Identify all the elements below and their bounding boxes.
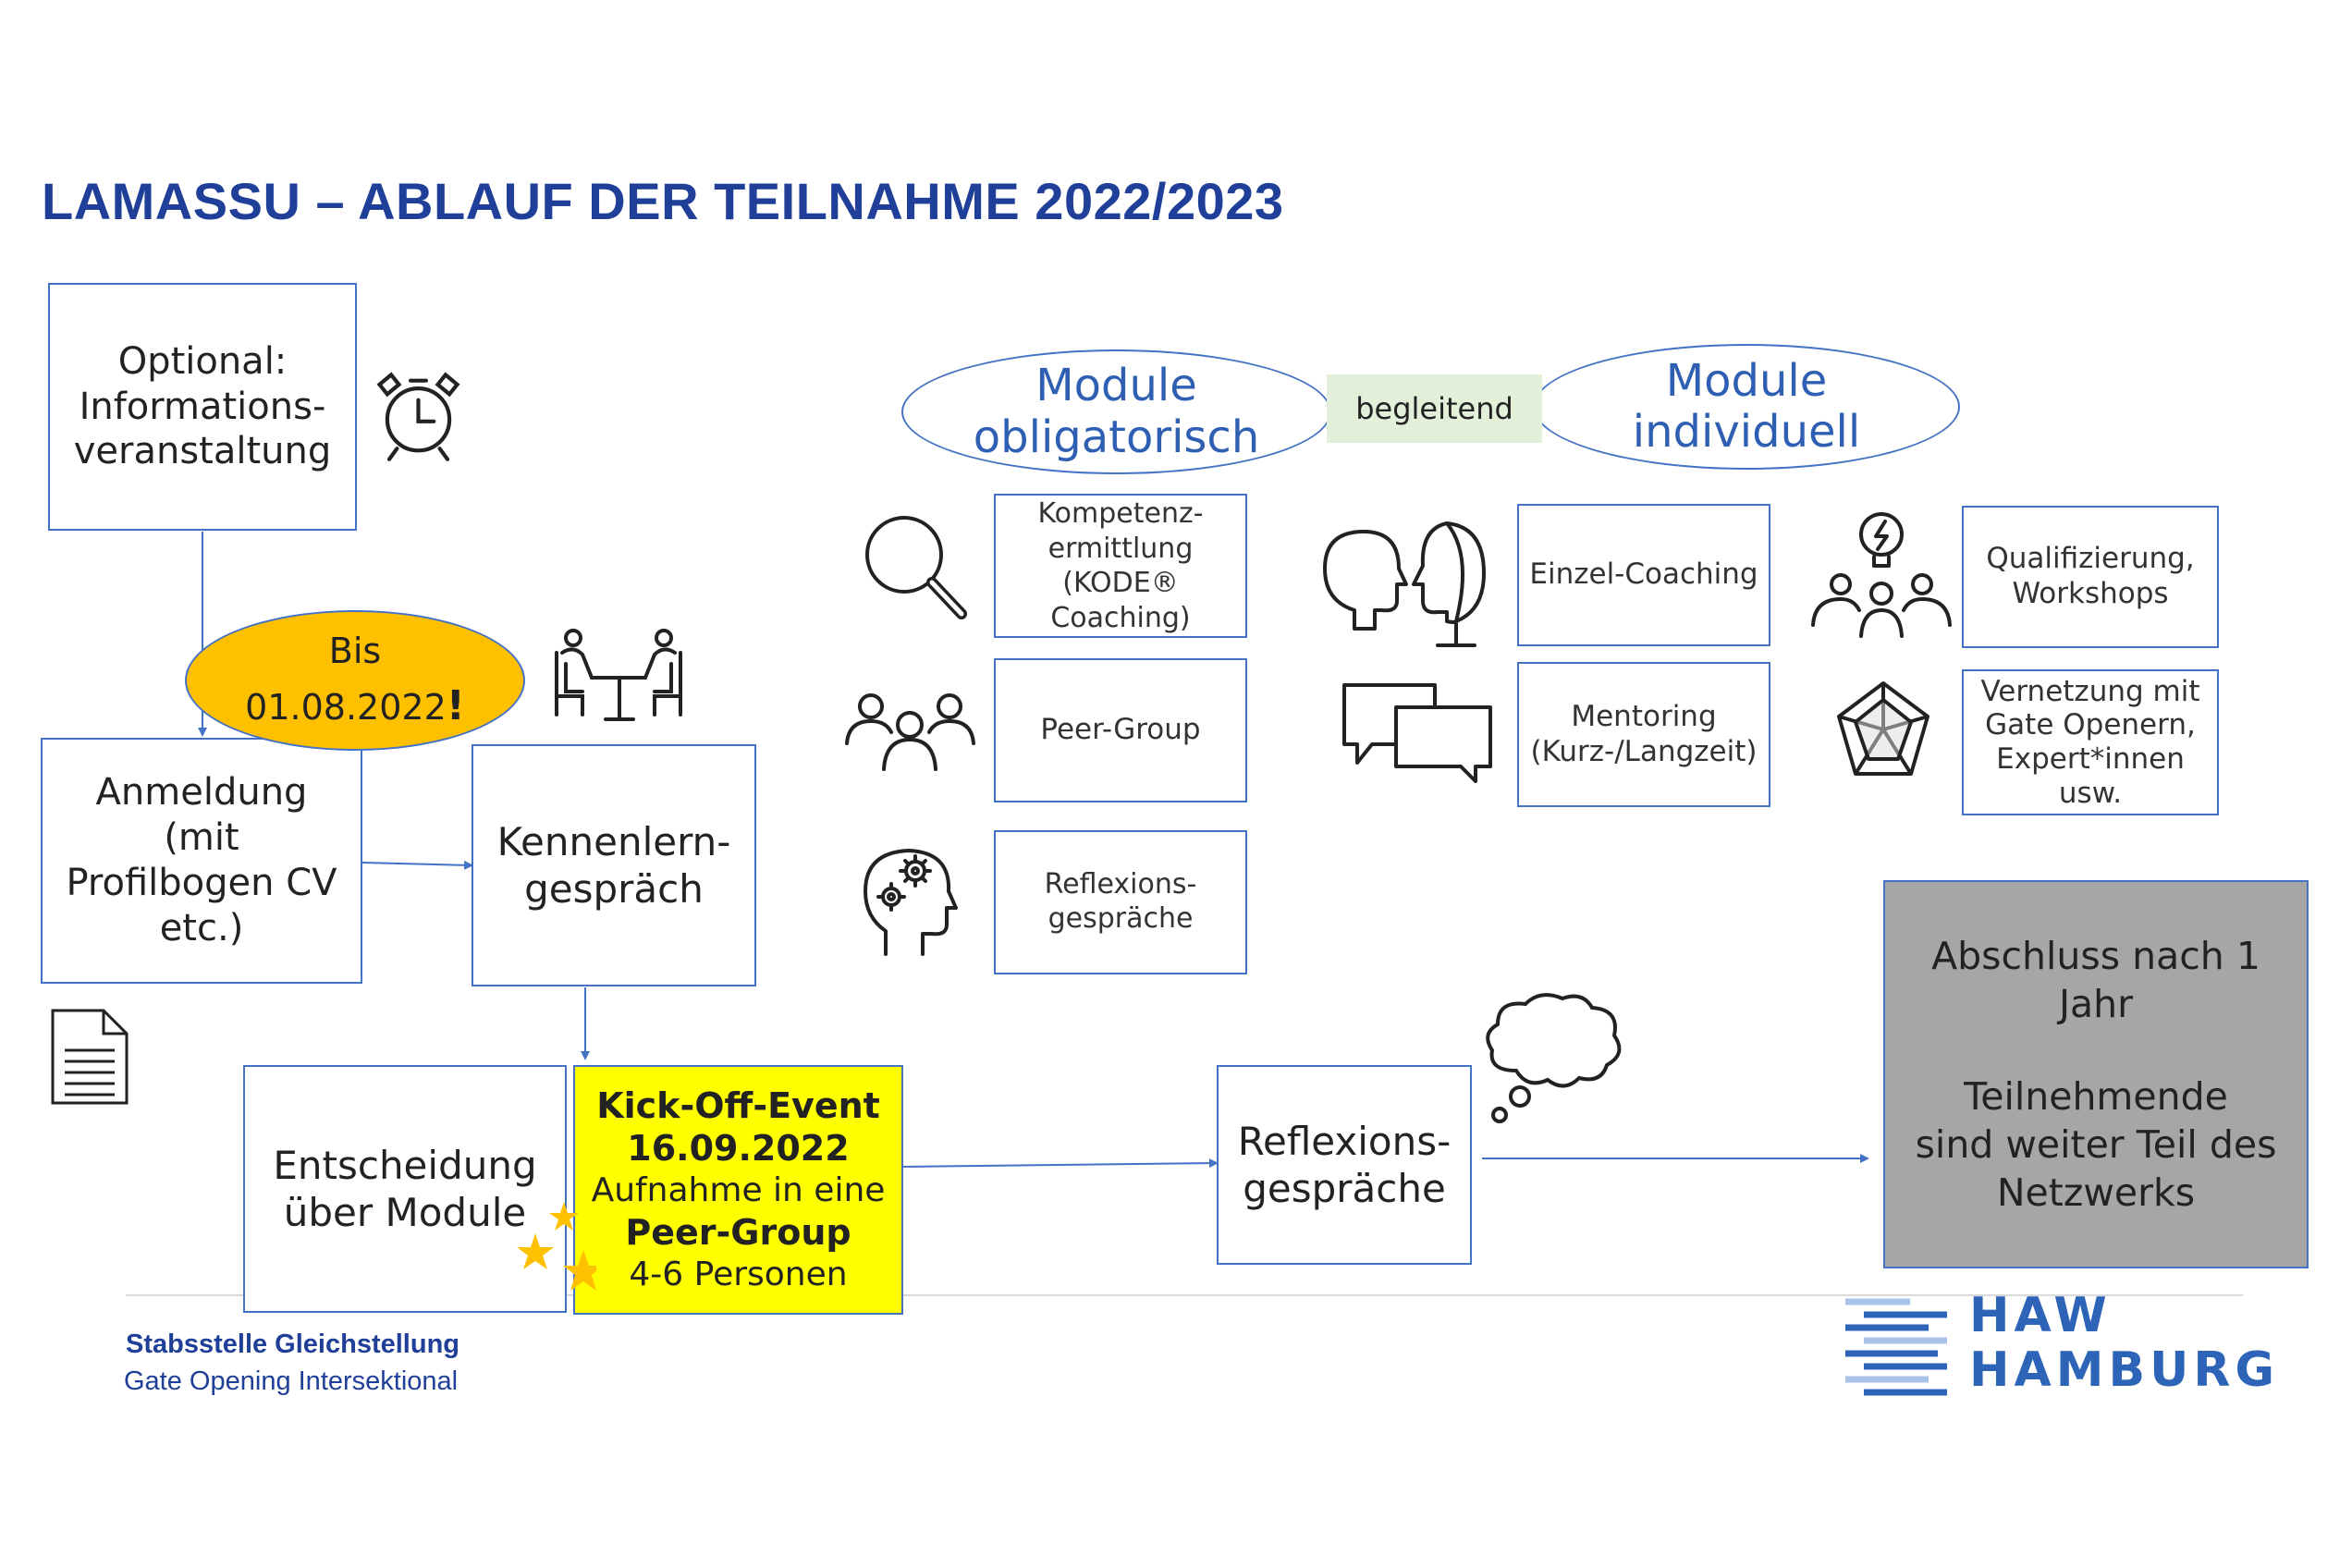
- reflexion-main-line1: Reflexions-: [1237, 1118, 1452, 1164]
- logo-haw: HAW: [1969, 1288, 2112, 1343]
- document-icon: [51, 1009, 129, 1105]
- module-mentoring-box: Mentoring (Kurz-/Langzeit): [1517, 662, 1770, 807]
- mentoring-line1: Mentoring: [1571, 699, 1717, 733]
- module-individuell-line2: individuell: [1632, 406, 1861, 458]
- optional-line2: Informations-: [79, 385, 326, 428]
- network-icon: [1837, 681, 1929, 776]
- optional-info-box: Optional: Informations- veranstaltung: [48, 283, 357, 531]
- optional-line3: veranstaltung: [73, 430, 332, 473]
- final-line5: Netzwerks: [1996, 1170, 2196, 1216]
- module-individuell-ellipse: Module individuell: [1533, 344, 1960, 470]
- final-line3: Teilnehmende: [1964, 1073, 2228, 1119]
- module-obligatorisch-line2: obligatorisch: [973, 410, 1260, 463]
- vernetzung-line4: usw.: [2058, 776, 2123, 810]
- stars-icon: [517, 1202, 596, 1291]
- entscheidung-line2: über Module: [283, 1190, 527, 1235]
- two-heads-icon: [1323, 521, 1486, 647]
- kickoff-line5: 4-6 Personen: [629, 1256, 848, 1294]
- mentoring-line2: (Kurz-/Langzeit): [1530, 734, 1758, 768]
- arrow-anmeldung-to-kennenlern: [361, 860, 473, 870]
- deadline-exclamation: !: [446, 681, 465, 729]
- kickoff-line4: Peer-Group: [625, 1212, 851, 1254]
- module-individuell-line1: Module: [1665, 354, 1828, 407]
- kickoff-line3: Aufnahme in eine: [591, 1171, 886, 1210]
- meeting-table-icon: [555, 629, 682, 721]
- kennenlern-line1: Kennenlern-: [496, 818, 731, 864]
- reflexion-module-line1: Reflexions-: [1044, 868, 1197, 901]
- kennenlern-line2: gespräch: [524, 866, 704, 912]
- anmeldung-line3: Profilbogen CV: [66, 862, 337, 904]
- final-box: Abschluss nach 1 Jahr Teilnehmende sind …: [1883, 880, 2309, 1268]
- module-obligatorisch-ellipse: Module obligatorisch: [901, 349, 1331, 474]
- anmeldung-line4: etc.): [159, 906, 244, 949]
- final-line4: sind weiter Teil des: [1915, 1122, 2277, 1168]
- thought-cloud-icon: [1486, 993, 1622, 1123]
- kompetenz-line2: ermittlung: [1047, 532, 1194, 565]
- kickoff-event-box: Kick-Off-Event 16.09.2022 Aufnahme in ei…: [573, 1065, 903, 1315]
- anmeldung-box: Anmeldung (mit Profilbogen CV etc.): [41, 738, 362, 984]
- vernetzung-line2: Gate Openern,: [1985, 708, 2196, 742]
- reflexion-module-line2: gespräche: [1047, 902, 1194, 935]
- final-line1: Abschluss nach 1: [1931, 933, 2260, 978]
- reflexion-main-line2: gespräche: [1243, 1166, 1446, 1211]
- qualifizierung-line2: Workshops: [2012, 577, 2169, 610]
- module-obligatorisch-line1: Module: [1035, 360, 1197, 412]
- final-line2: Jahr: [2058, 981, 2134, 1026]
- kompetenz-line3: (KODE®: [1062, 567, 1179, 599]
- kompetenz-line4: Coaching): [1050, 601, 1191, 634]
- kennenlern-box: Kennenlern- gespräch: [472, 744, 756, 986]
- page-title: LAMASSU – ABLAUF DER TEILNAHME 2022/2023: [42, 172, 1284, 230]
- entscheidung-box: Entscheidung über Module: [243, 1065, 567, 1313]
- arrow-kickoff-to-reflexion: [902, 1158, 1219, 1169]
- magnifier-icon: [865, 516, 967, 619]
- reflexion-main-box: Reflexions- gespräche: [1217, 1065, 1472, 1265]
- footer-divider: [126, 1294, 2243, 1296]
- kompetenz-line1: Kompetenz-: [1037, 497, 1204, 530]
- module-reflexion-box: Reflexions- gespräche: [994, 830, 1247, 974]
- logo-hamburg: HAMBURG: [1969, 1342, 2280, 1398]
- head-gears-icon: [864, 849, 958, 956]
- alarm-clock-icon: [376, 372, 460, 461]
- module-einzelcoaching-box: Einzel-Coaching: [1517, 504, 1770, 646]
- deadline-ellipse: Bis 01.08.2022!: [185, 610, 525, 751]
- idea-group-icon: [1811, 512, 1952, 638]
- module-vernetzung-box: Vernetzung mit Gate Openern, Expert*inne…: [1962, 669, 2219, 815]
- peergroup-label: Peer-Group: [1040, 713, 1201, 747]
- begleitend-badge: begleitend: [1327, 374, 1542, 443]
- einzelcoaching-label: Einzel-Coaching: [1529, 557, 1758, 592]
- entscheidung-line1: Entscheidung: [273, 1142, 537, 1188]
- group-icon: [845, 693, 975, 771]
- footer-project: Gate Opening Intersektional: [124, 1366, 459, 1396]
- kickoff-date: 16.09.2022: [627, 1128, 850, 1170]
- module-peergroup-box: Peer-Group: [994, 658, 1247, 802]
- vernetzung-line3: Expert*innen: [1996, 742, 2185, 776]
- haw-logo-mark: [1845, 1298, 1947, 1396]
- deadline-line1: Bis: [328, 630, 382, 671]
- anmeldung-line2: (mit: [164, 816, 239, 860]
- vernetzung-line1: Vernetzung mit: [1980, 674, 2200, 708]
- module-kompetenz-box: Kompetenz- ermittlung (KODE® Coaching): [994, 494, 1247, 638]
- anmeldung-line1: Anmeldung: [95, 771, 308, 815]
- footer-department: Stabsstelle Gleichstellung: [126, 1329, 459, 1359]
- qualifizierung-line1: Qualifizierung,: [1986, 542, 2195, 576]
- kickoff-title: Kick-Off-Event: [596, 1084, 880, 1126]
- speech-bubbles-icon: [1342, 683, 1492, 783]
- optional-line1: Optional:: [117, 339, 288, 383]
- deadline-date: 01.08.2022: [245, 686, 447, 728]
- module-qualifizierung-box: Qualifizierung, Workshops: [1962, 506, 2219, 648]
